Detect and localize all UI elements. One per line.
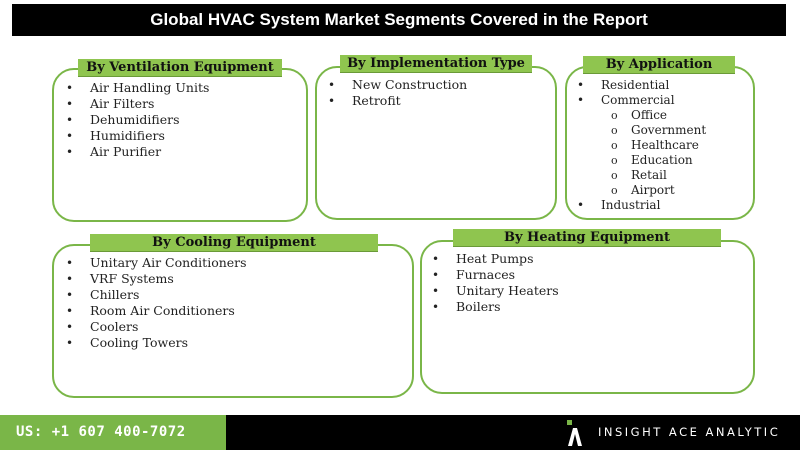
list-item: Cooling Towers (56, 335, 247, 351)
implementation-type-label: By Implementation Type (340, 55, 532, 73)
brand-name: INSIGHT ACE ANALYTIC (598, 425, 781, 439)
list-item: Commercial (567, 93, 706, 108)
cooling-equipment-label: By Cooling Equipment (90, 234, 378, 252)
ventilation-equipment-label: By Ventilation Equipment (78, 59, 282, 77)
heating-equipment-list: Heat Pumps Furnaces Unitary Heaters Boil… (422, 251, 559, 315)
list-item: Room Air Conditioners (56, 303, 247, 319)
list-item: Furnaces (422, 267, 559, 283)
list-item: Boilers (422, 299, 559, 315)
phone-number: US: +1 607 400-7072 (0, 415, 226, 450)
list-item: Unitary Heaters (422, 283, 559, 299)
page-title: Global HVAC System Market Segments Cover… (12, 4, 786, 36)
list-item: Air Filters (56, 96, 209, 112)
list-item: Humidifiers (56, 128, 209, 144)
list-item: Air Purifier (56, 144, 209, 160)
list-item: Residential (567, 78, 706, 93)
list-subitem: Airport (567, 183, 706, 198)
footer-brand-bar: INSIGHT ACE ANALYTIC (226, 415, 800, 450)
application-label: By Application (583, 56, 735, 74)
list-subitem: Office (567, 108, 706, 123)
list-item: Unitary Air Conditioners (56, 255, 247, 271)
ventilation-equipment-list: Air Handling Units Air Filters Dehumidif… (56, 80, 209, 160)
implementation-type-list: New Construction Retrofit (318, 77, 467, 109)
list-item: Heat Pumps (422, 251, 559, 267)
list-subitem: Education (567, 153, 706, 168)
list-subitem: Retail (567, 168, 706, 183)
list-item: New Construction (318, 77, 467, 93)
list-item: VRF Systems (56, 271, 247, 287)
list-subitem: Healthcare (567, 138, 706, 153)
list-item: Chillers (56, 287, 247, 303)
list-item: Retrofit (318, 93, 467, 109)
list-item: Dehumidifiers (56, 112, 209, 128)
list-item: Industrial (567, 198, 706, 213)
list-subitem: Government (567, 123, 706, 138)
heating-equipment-label: By Heating Equipment (453, 229, 721, 247)
list-item: Coolers (56, 319, 247, 335)
list-item: Air Handling Units (56, 80, 209, 96)
cooling-equipment-list: Unitary Air Conditioners VRF Systems Chi… (56, 255, 247, 351)
application-list: Residential Commercial Office Government… (567, 78, 706, 213)
insightace-logo-icon (567, 420, 582, 446)
